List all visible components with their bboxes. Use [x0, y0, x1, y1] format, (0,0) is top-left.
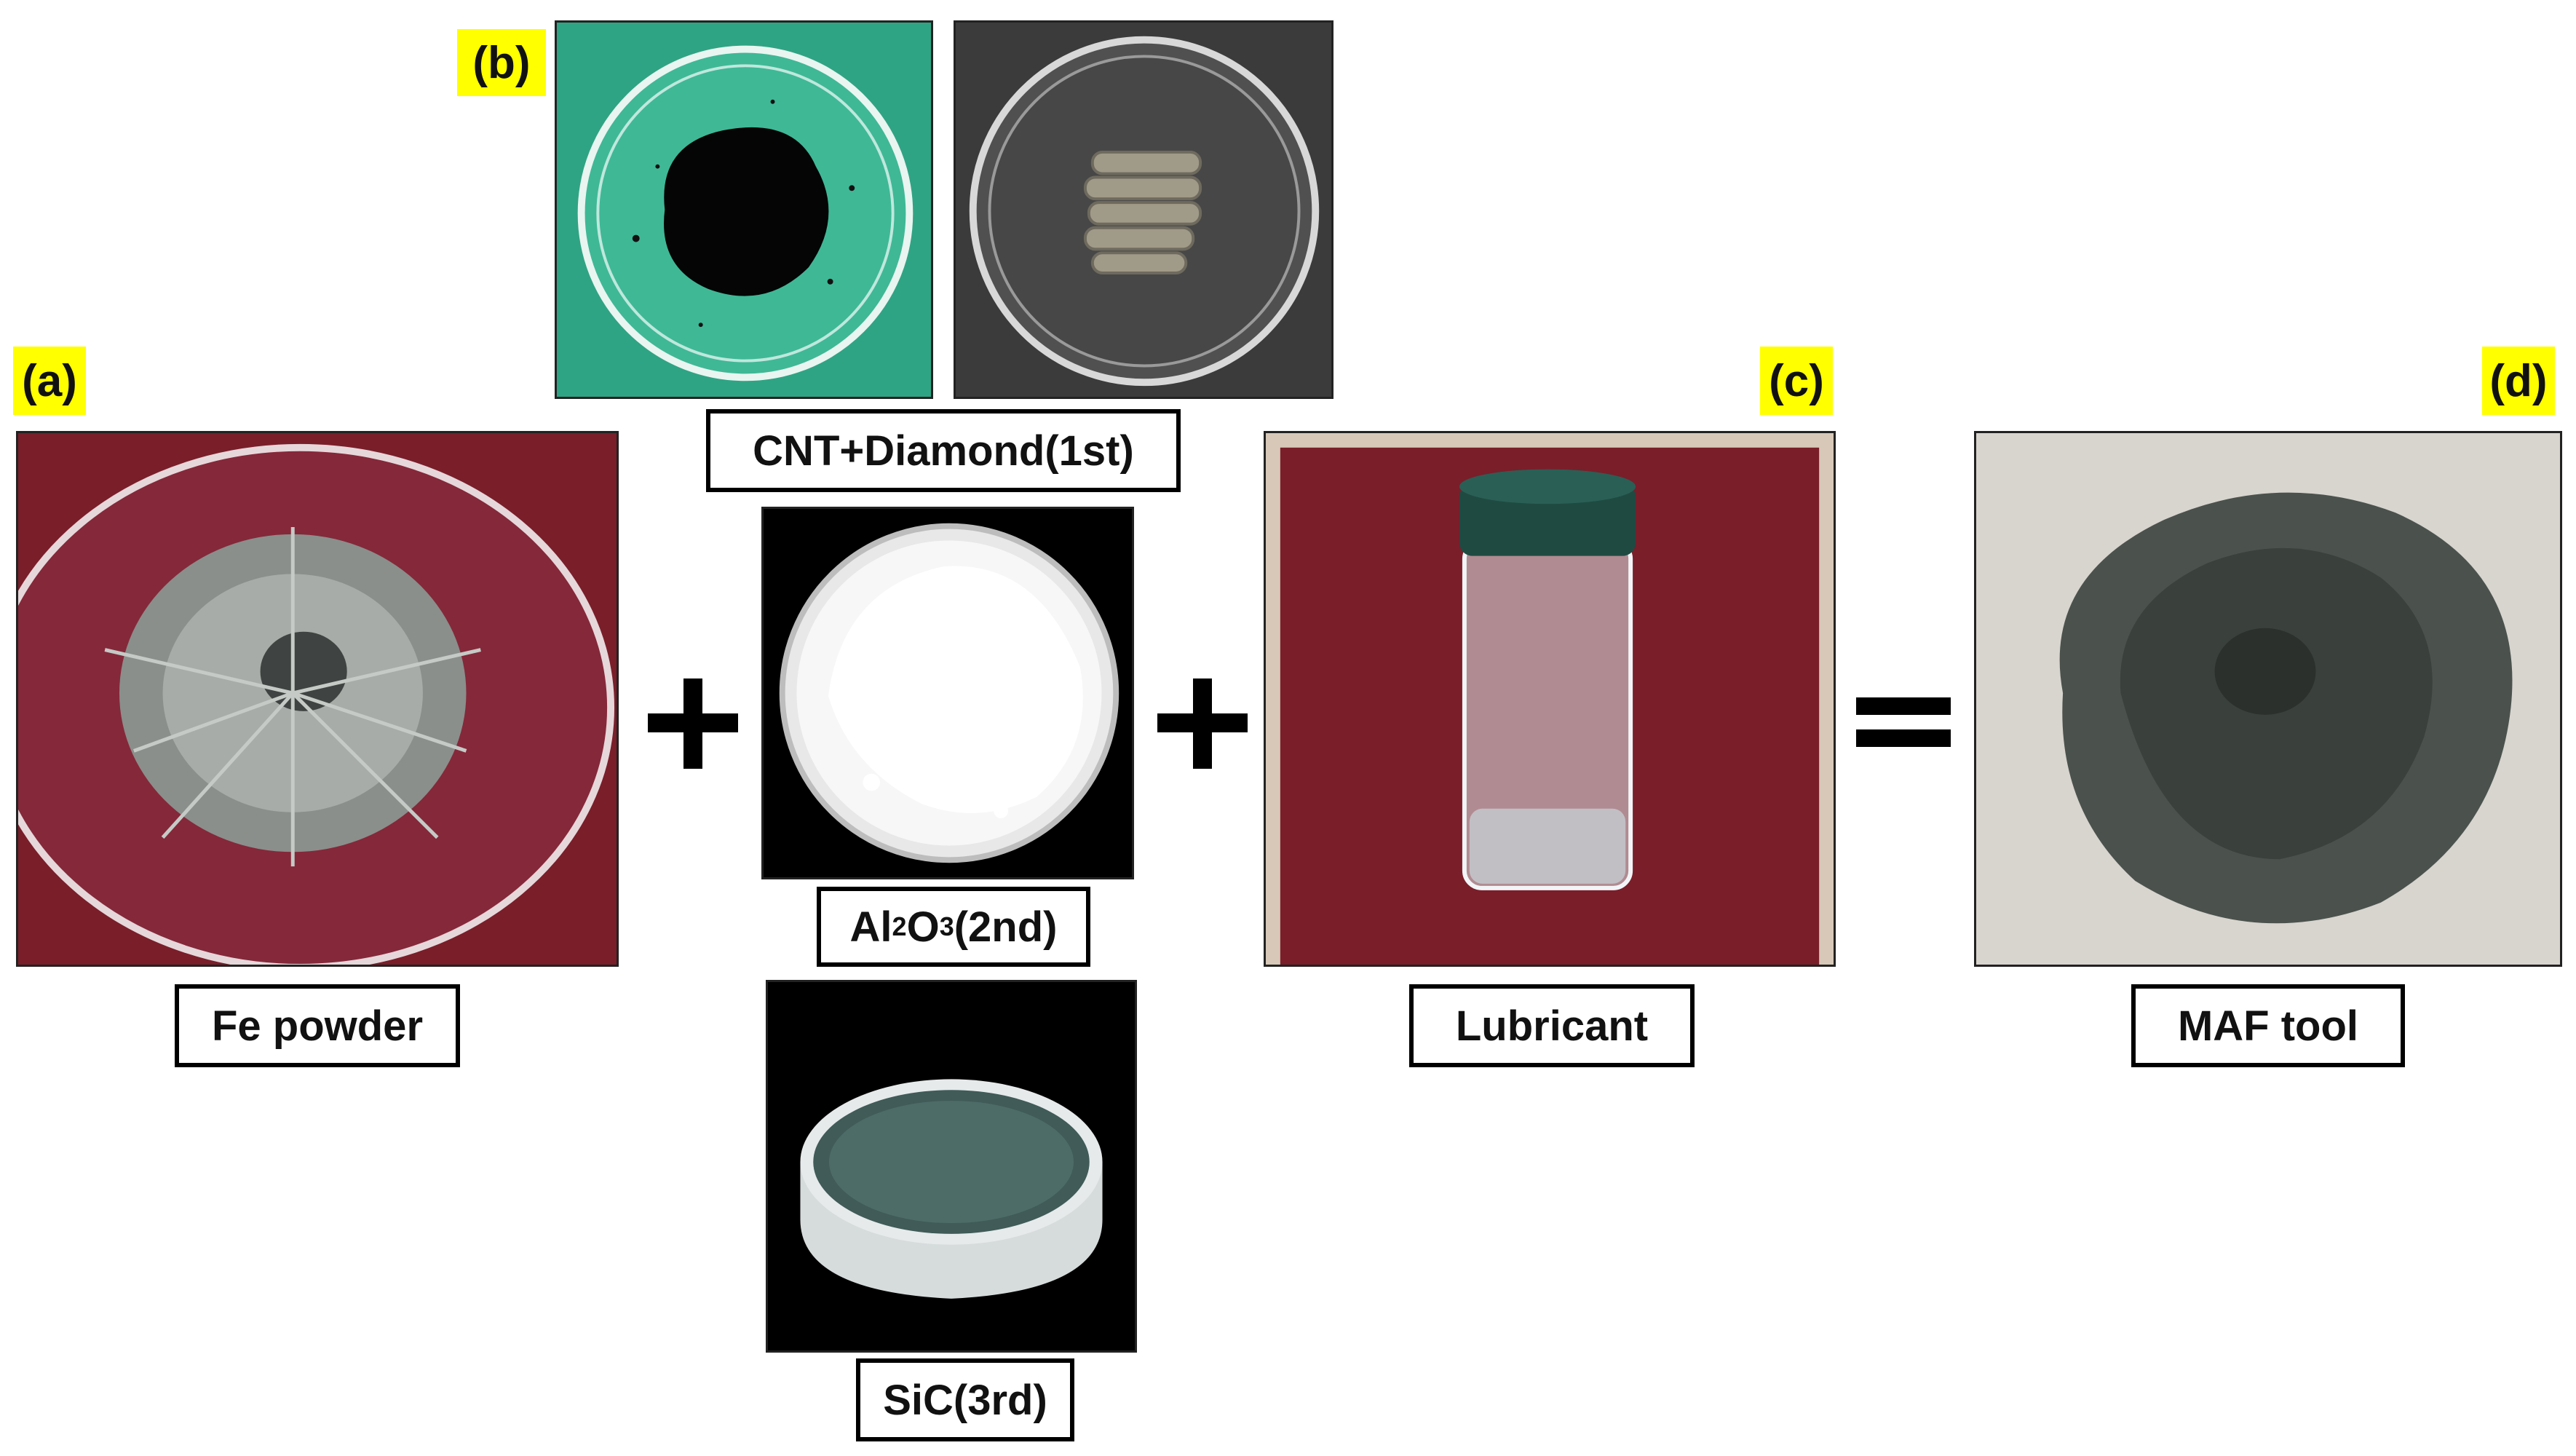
panel-tag-b: (b) — [457, 29, 546, 96]
maf-tool-label: MAF tool — [2131, 984, 2405, 1067]
sic-label: SiC(3rd) — [856, 1358, 1074, 1441]
plus-operator-2 — [1157, 678, 1248, 769]
al2o3-label-tail: (2nd) — [954, 903, 1058, 951]
panel-tag-d: (d) — [2482, 347, 2555, 415]
plus-operator-1 — [648, 678, 738, 769]
cnt-diamond-label: CNT+Diamond(1st) — [706, 409, 1181, 492]
diamond-paste-petri-dish-photo — [954, 20, 1333, 399]
al2o3-label-o: O — [906, 903, 940, 951]
lubricant-label: Lubricant — [1409, 984, 1695, 1067]
al2o3-powder-photo — [761, 507, 1134, 879]
fe-powder-label: Fe powder — [175, 984, 460, 1067]
lubricant-vial-photo — [1264, 431, 1836, 967]
equals-operator — [1856, 684, 1951, 757]
al2o3-label-sub2: 3 — [939, 911, 954, 941]
sic-powder-photo — [766, 980, 1137, 1353]
maf-tool-photo — [1974, 431, 2562, 967]
panel-tag-c: (c) — [1760, 347, 1833, 415]
al2o3-label-al: Al — [849, 903, 892, 951]
cnt-petri-dish-photo — [555, 20, 933, 399]
panel-tag-a: (a) — [13, 347, 86, 415]
fe-powder-photo — [16, 431, 619, 967]
al2o3-label-sub1: 2 — [892, 911, 907, 941]
